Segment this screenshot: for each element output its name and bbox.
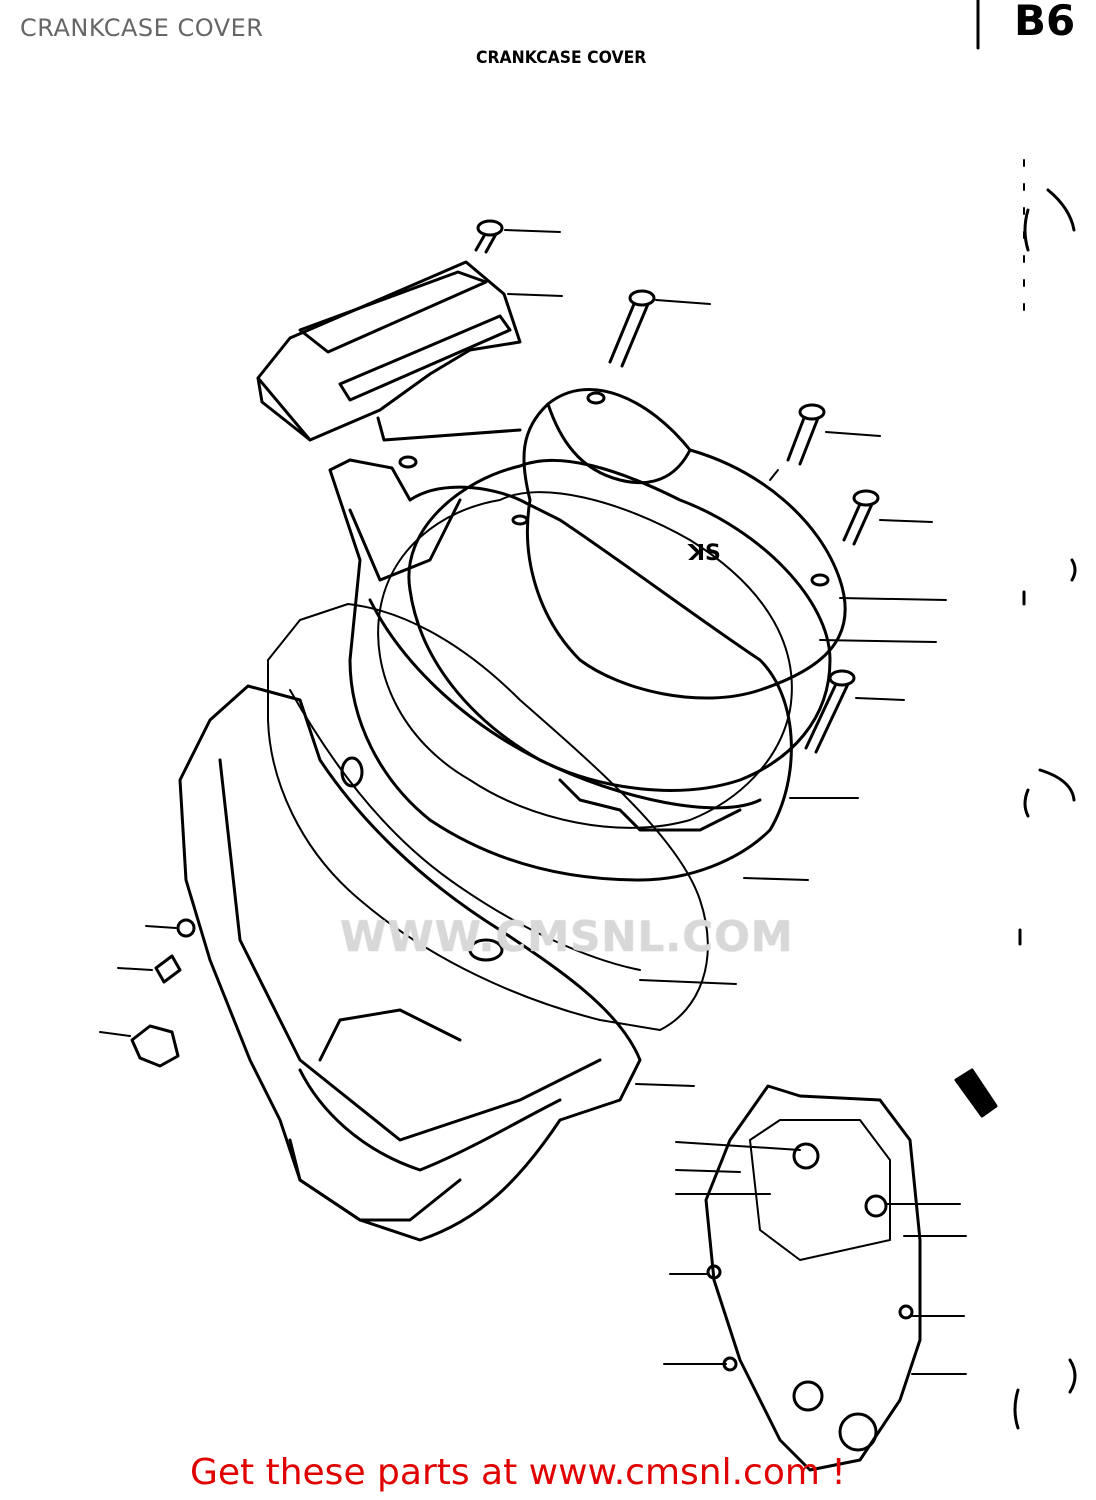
clutch-cover [328, 455, 793, 882]
page-title: CRANKCASE COVER [20, 14, 264, 42]
small-parts-left [99, 918, 196, 1068]
bolt-d [804, 669, 856, 754]
diagram-heading: CRANKCASE COVER [476, 48, 647, 68]
bolt-c [842, 489, 880, 546]
bolt-a [608, 289, 656, 368]
gasket-outer [407, 458, 832, 792]
footer-parts-link[interactable]: Get these parts at www.cmsnl.com ! [190, 1452, 846, 1493]
screw-top [474, 219, 504, 254]
margin-marks [976, 0, 1077, 1430]
bolt-b [786, 403, 826, 466]
watermark-text: WWW.CMSNL.COM [340, 912, 794, 961]
shield-plate [256, 260, 522, 442]
right-crankcase-cover [704, 1084, 922, 1472]
svg-text:ꓘS: ꓘS [687, 541, 721, 566]
crankcase-body [178, 684, 642, 1242]
crankcase-gasket [267, 603, 709, 1031]
sheet-code: B6 [1014, 0, 1076, 45]
